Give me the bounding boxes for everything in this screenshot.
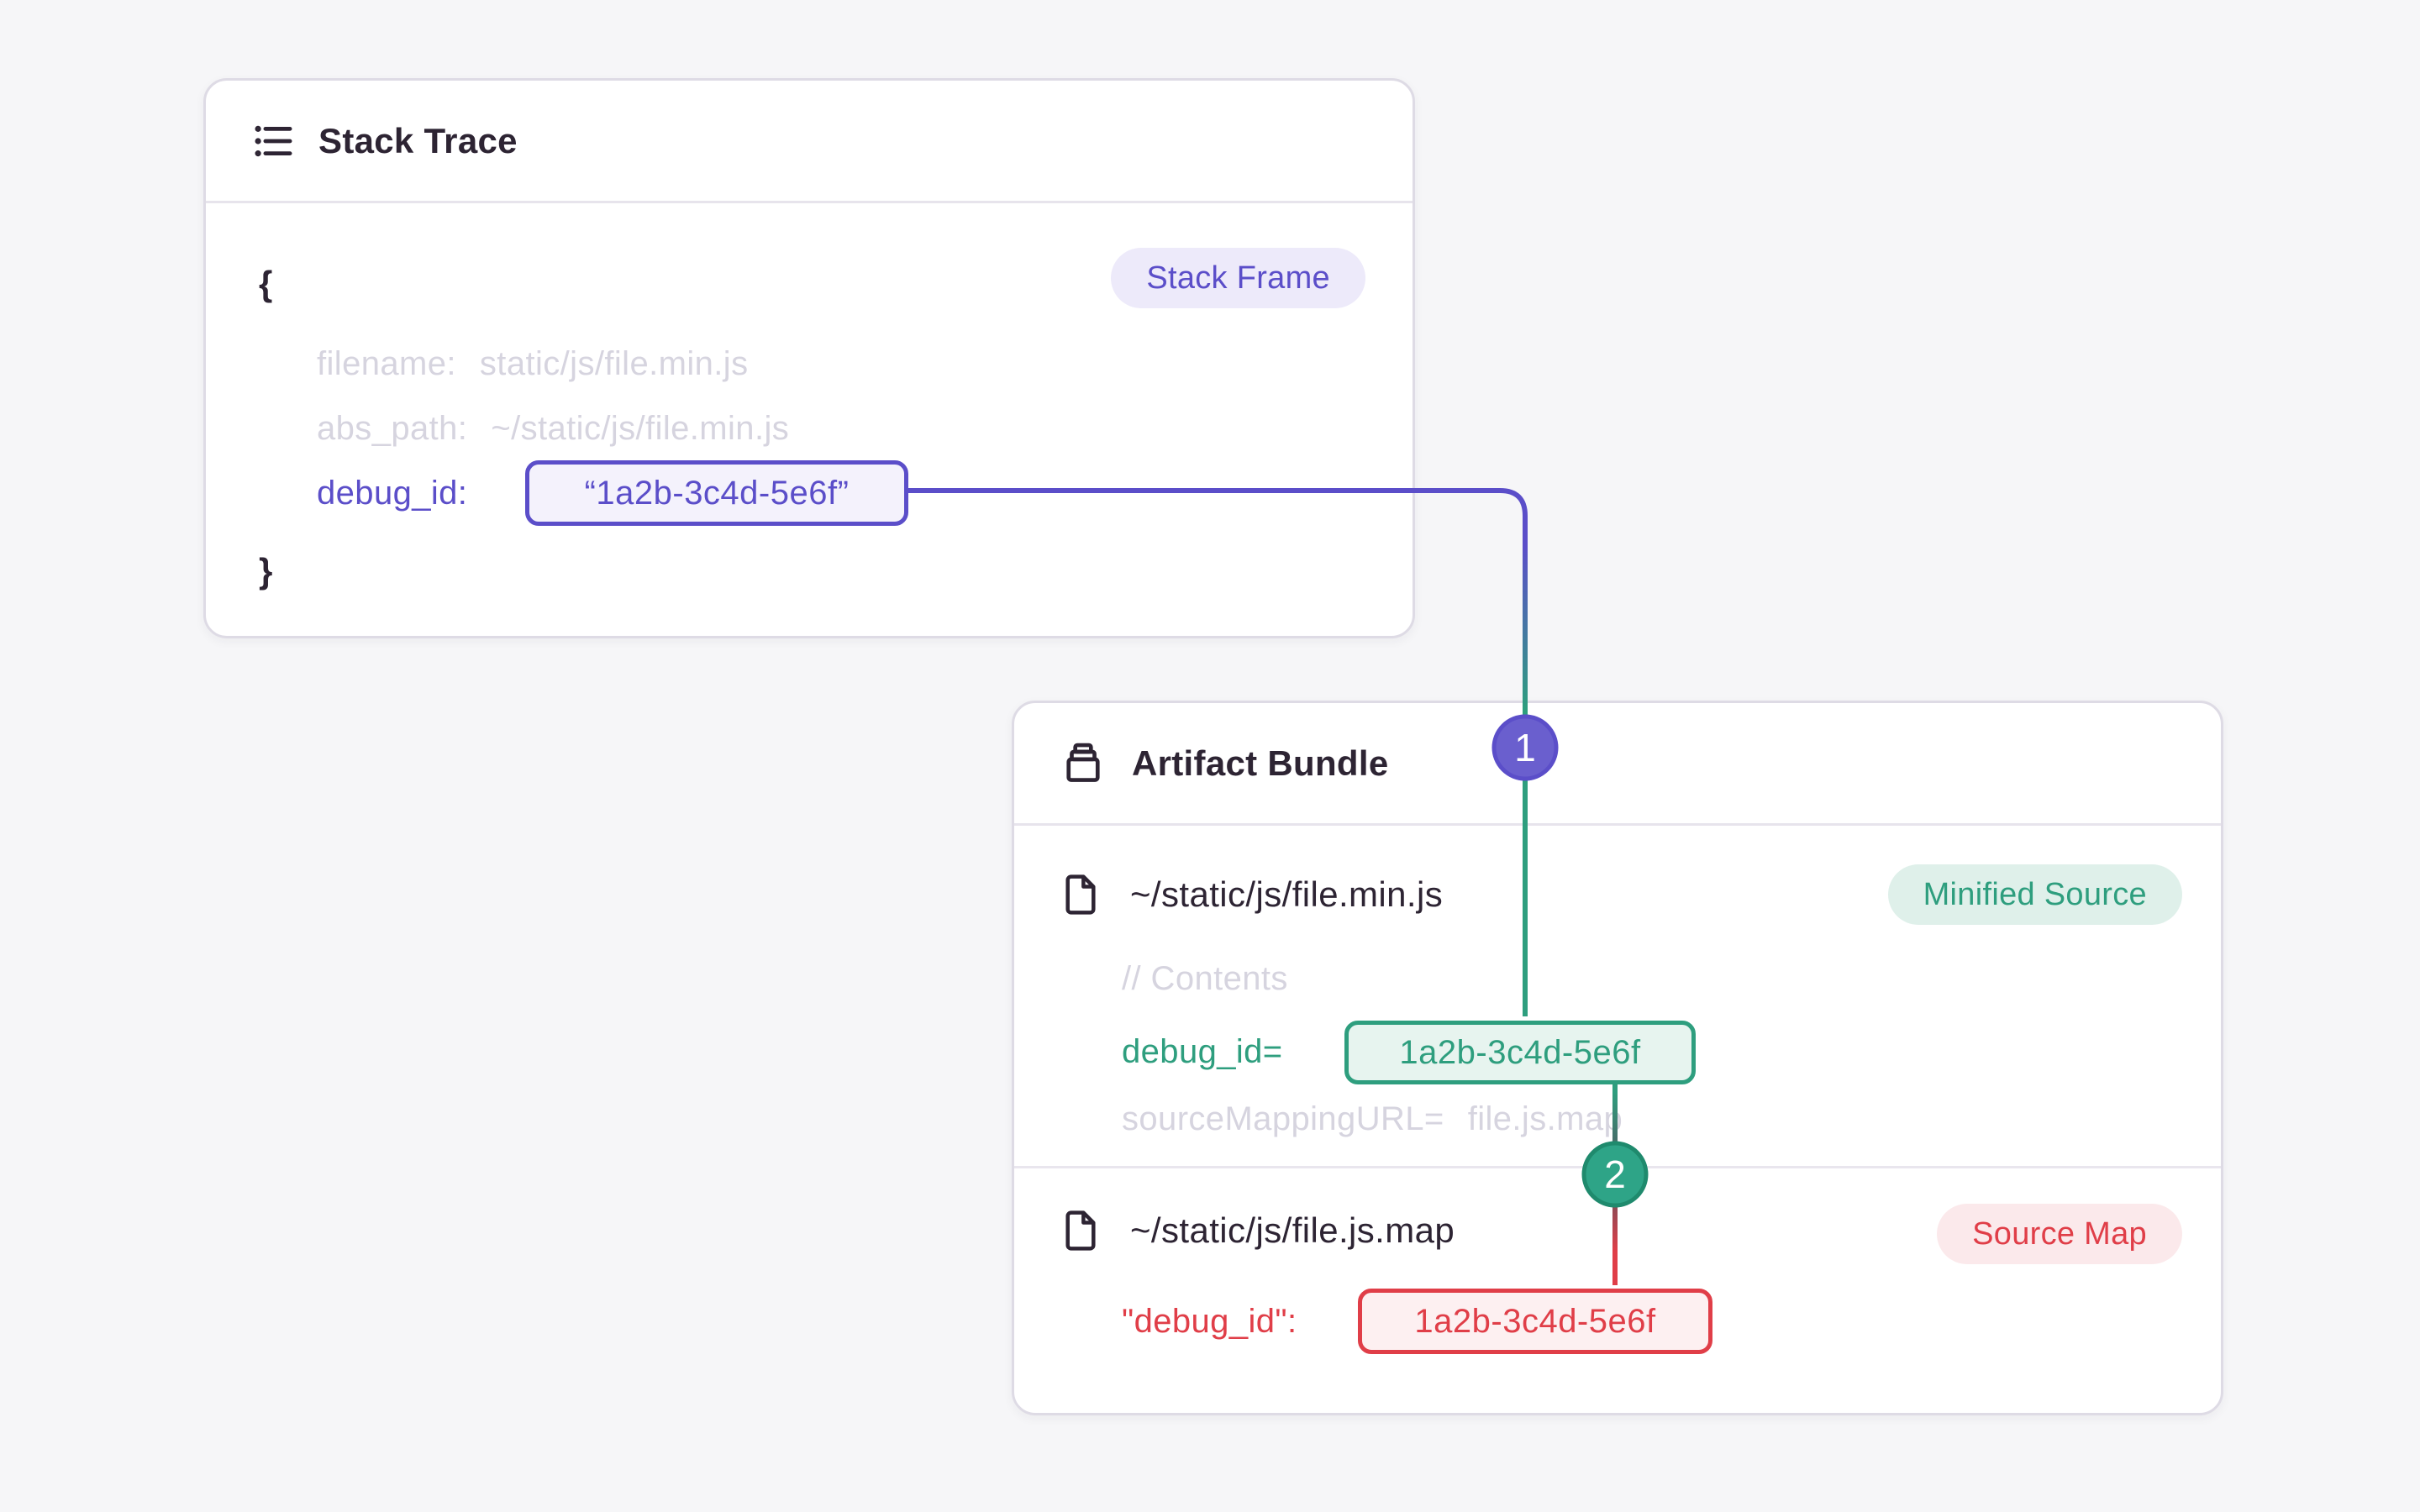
sourcemap-debug-id-line: "debug_id": <box>1122 1297 1297 1346</box>
bundle-debug-id-label: debug_id= <box>1122 1032 1283 1070</box>
filename-label: filename: <box>317 344 456 382</box>
stack-trace-header: Stack Trace <box>206 81 1413 203</box>
brace-open: { <box>259 264 273 303</box>
source-mapping-line: sourceMappingURL= file.js.map <box>1122 1095 1623 1143</box>
stack-frame-badge: Stack Frame <box>1111 248 1365 308</box>
debug-id-line: debug_id: <box>317 469 467 517</box>
artifact-bundle-header: Artifact Bundle <box>1014 703 2221 826</box>
debug-id-value-box: “1a2b-3c4d-5e6f” <box>525 460 908 526</box>
debug-id-label: debug_id: <box>317 474 468 512</box>
sourcemap-debug-id-label: "debug_id": <box>1122 1302 1297 1340</box>
contents-comment: // Contents <box>1122 959 1288 997</box>
filename-line: filename: static/js/file.min.js <box>317 339 748 388</box>
minified-path: ~/static/js/file.min.js <box>1130 874 1444 914</box>
brace-close: } <box>259 551 273 591</box>
filename-value: static/js/file.min.js <box>479 344 749 382</box>
artifact-bundle-title: Artifact Bundle <box>1132 743 1389 783</box>
sourcemap-debug-id-box: 1a2b-3c4d-5e6f <box>1358 1289 1712 1354</box>
stack-trace-card: Stack Trace Stack Frame { filename: stati… <box>203 78 1415 638</box>
sourcemap-path: ~/static/js/file.js.map <box>1130 1210 1455 1250</box>
artifact-bundle-card: Artifact Bundle ~/static/js/file.min.js … <box>1012 701 2223 1415</box>
source-map-badge: Source Map <box>1937 1204 2182 1264</box>
file-icon-minified <box>1058 871 1103 918</box>
source-mapping-value: file.js.map <box>1467 1100 1623 1137</box>
list-icon <box>251 118 297 164</box>
bundle-row-divider <box>1014 1166 2221 1168</box>
file-icon-sourcemap <box>1058 1207 1103 1254</box>
archive-bundle-icon <box>1060 740 1107 787</box>
bundle-debug-id-box: 1a2b-3c4d-5e6f <box>1344 1021 1696 1084</box>
bundle-debug-id-line: debug_id= <box>1122 1027 1283 1076</box>
abs-path-label: abs_path: <box>317 409 468 447</box>
minified-source-badge: Minified Source <box>1887 864 2182 925</box>
abs-path-value: ~/static/js/file.min.js <box>491 409 790 447</box>
source-mapping-label: sourceMappingURL= <box>1122 1100 1444 1137</box>
abs-path-line: abs_path: ~/static/js/file.min.js <box>317 404 789 453</box>
stack-trace-title: Stack Trace <box>318 120 518 160</box>
